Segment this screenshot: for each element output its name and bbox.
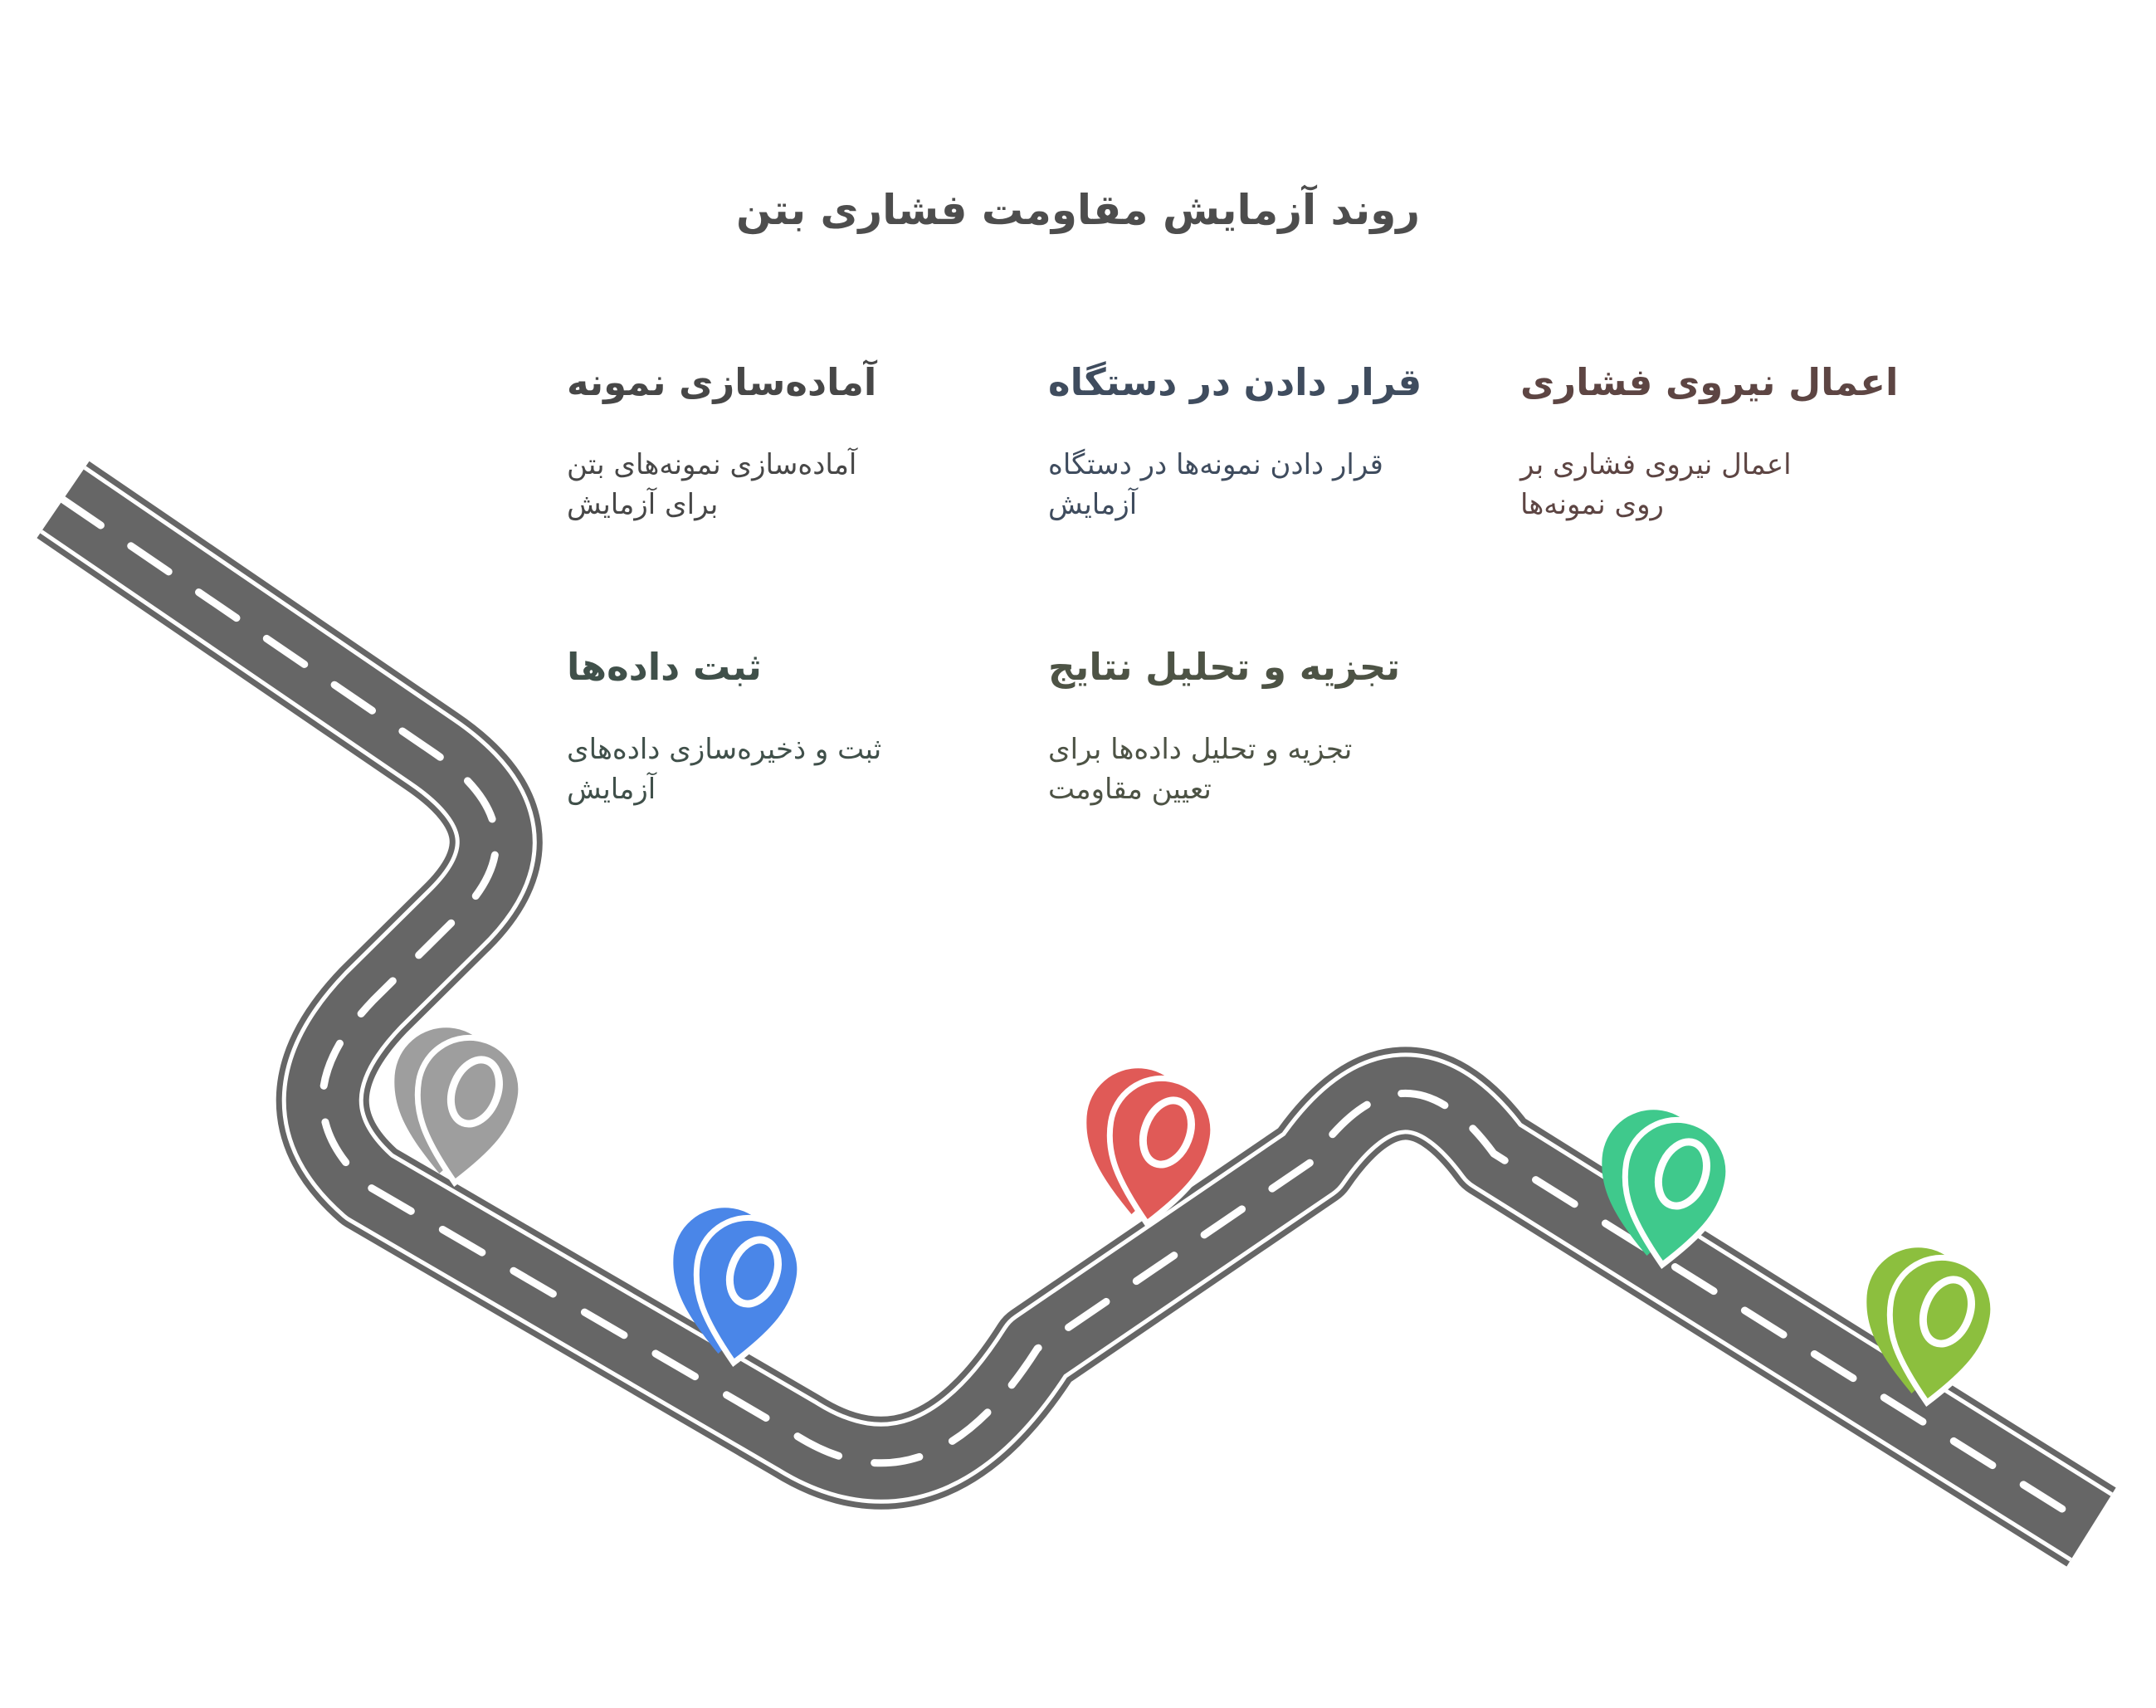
step-heading: آماده‌سازی نمونه [567, 360, 877, 404]
map-pin-icon [1602, 1110, 1732, 1270]
step-description: تجزیه و تحلیل داده‌ها برای تعیین مقاومت [1048, 733, 1353, 806]
step-block-analyze-results: تجزیه و تحلیل نتایج تجزیه و تحلیل داده‌ه… [1048, 643, 1463, 809]
step-description: اعمال نیروی فشاری بر روی نمونه‌ها [1520, 448, 1792, 521]
step-block-record-data: ثبت داده‌ها ثبت و ذخیره‌سازی داده‌های آز… [567, 643, 982, 809]
step-heading: تجزیه و تحلیل نتایج [1048, 645, 1401, 689]
step-description: قرار دادن نمونه‌ها در دستگاه آزمایش [1048, 448, 1383, 521]
map-pin-icon [394, 1027, 524, 1188]
map-pin-icon [1866, 1247, 1997, 1408]
step-block-apply-force: اعمال نیروی فشاری اعمال نیروی فشاری بر ر… [1520, 359, 1935, 525]
step-heading: قرار دادن در دستگاه [1048, 360, 1422, 404]
step-block-place-in-machine: قرار دادن در دستگاه قرار دادن نمونه‌ها د… [1048, 359, 1463, 525]
step-heading: اعمال نیروی فشاری [1520, 360, 1899, 404]
step-description: ثبت و ذخیره‌سازی داده‌های آزمایش [567, 733, 882, 806]
step-heading: ثبت داده‌ها [567, 645, 762, 689]
step-description: آماده‌سازی نمونه‌های بتن برای آزمایش [567, 448, 857, 521]
page-title: روند آزمایش مقاومت فشاری بتن [735, 186, 1421, 234]
map-pin-icon [1086, 1068, 1217, 1228]
step-block-sample-preparation: آماده‌سازی نمونه آماده‌سازی نمونه‌های بت… [567, 359, 982, 525]
map-pin-icon [673, 1208, 803, 1368]
road [37, 461, 2116, 1567]
